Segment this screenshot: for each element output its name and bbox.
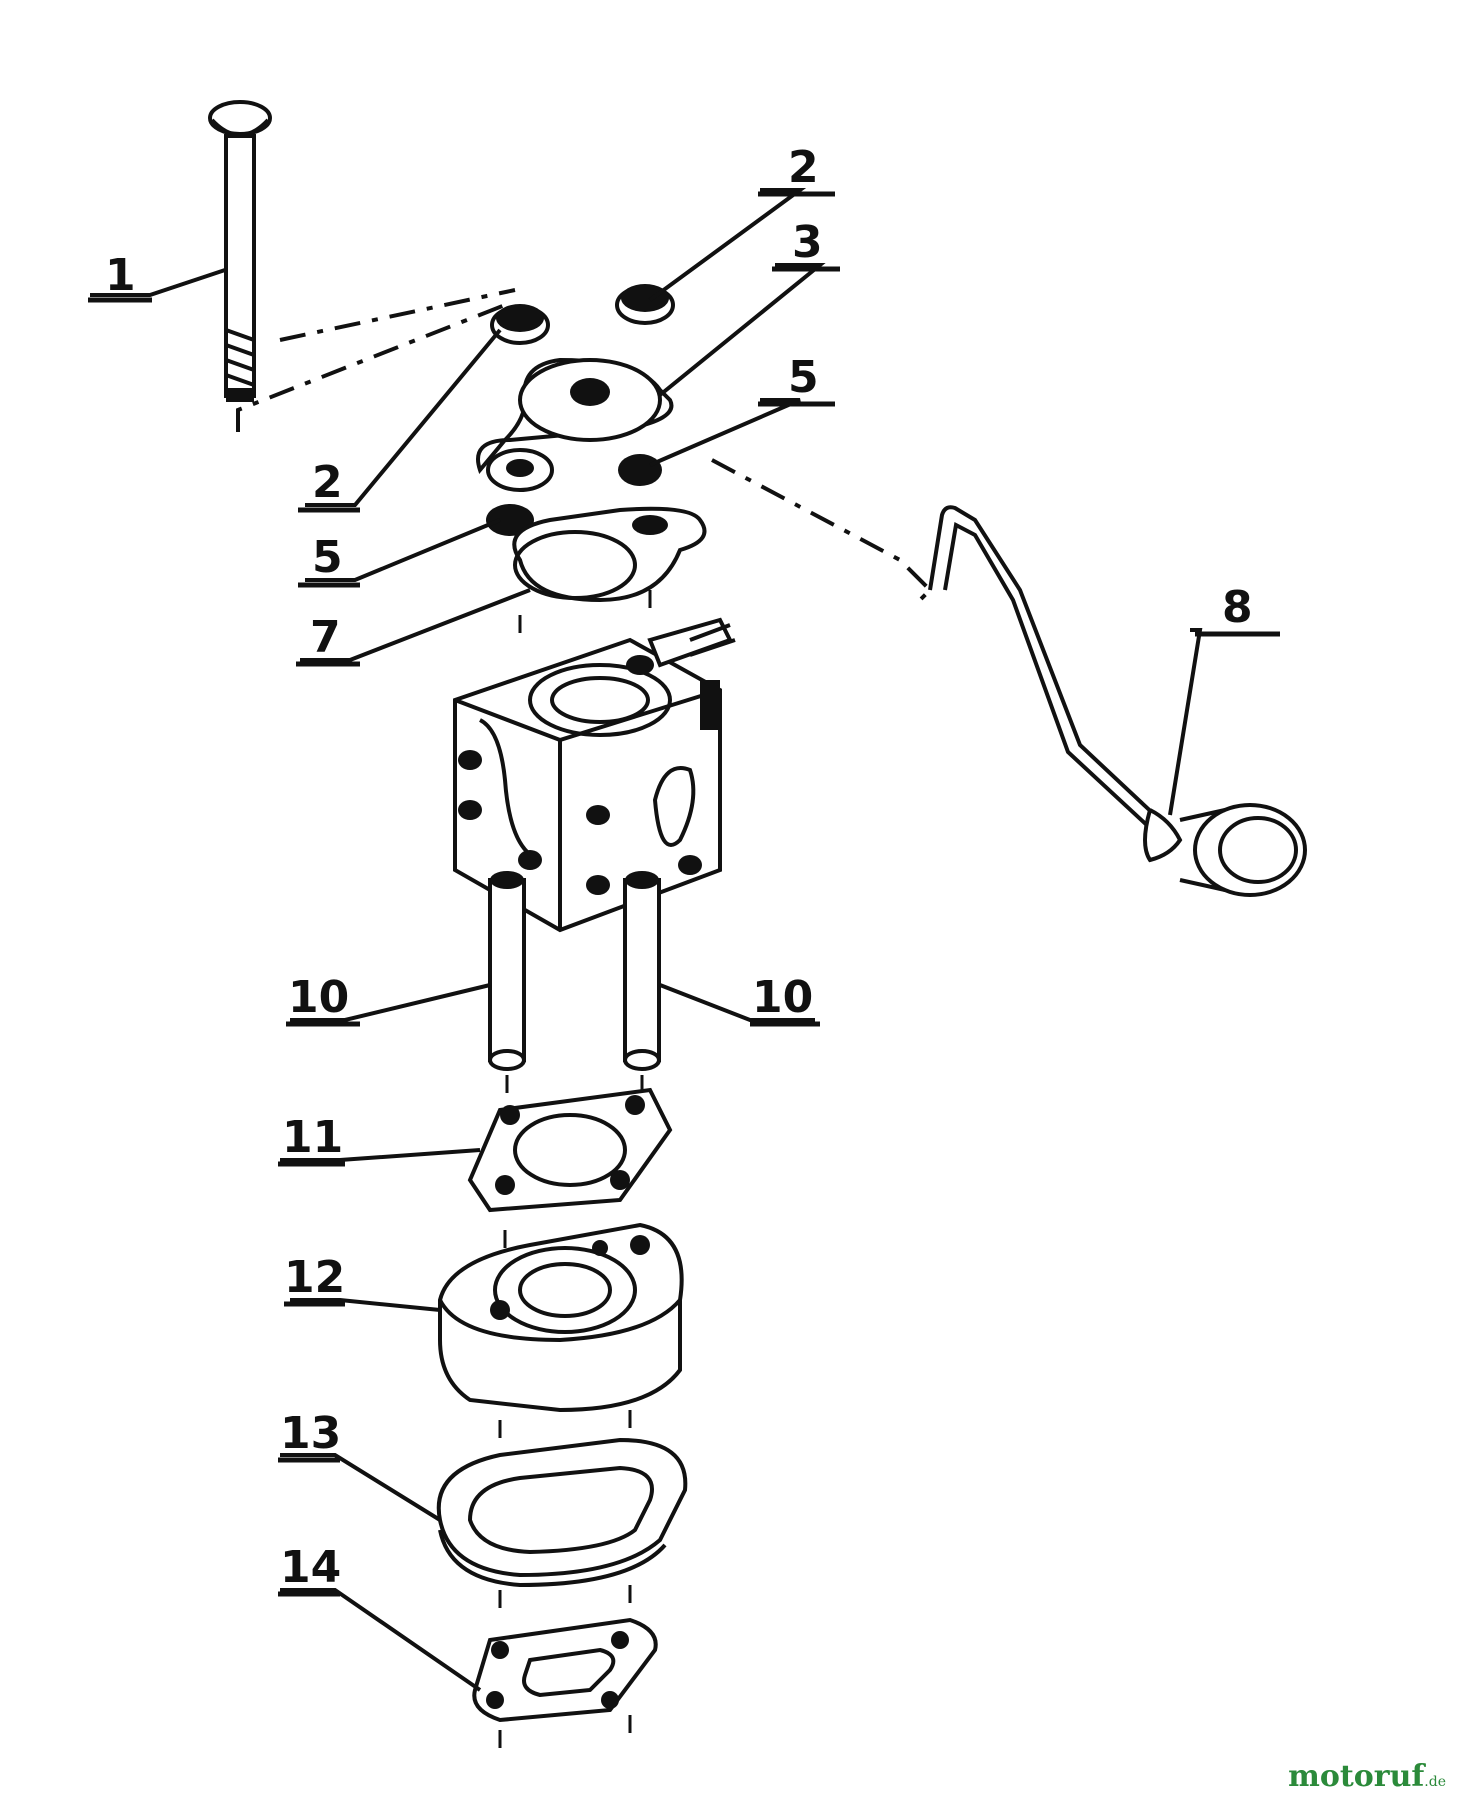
assembly-line-choke [711, 458, 933, 602]
assembly-line-screw [236, 303, 506, 432]
part-2-nut-left [490, 304, 550, 345]
part-3-cover [476, 357, 674, 492]
part-5-washer-right [618, 454, 662, 486]
part-10-tube-left [488, 871, 526, 1071]
callout-1: 1 [105, 250, 136, 301]
callout-10-right: 10 [752, 972, 813, 1023]
callout-7: 7 [310, 612, 341, 663]
callout-2-left: 2 [312, 457, 343, 508]
callout-5-right: 5 [788, 352, 819, 403]
callout-11: 11 [282, 1112, 343, 1163]
watermark-tld: .de [1424, 1774, 1446, 1790]
part-11-gasket [467, 1087, 673, 1213]
leader-lines [90, 188, 1203, 1692]
part-1-screw [208, 100, 272, 402]
part-14-gasket [472, 1617, 658, 1723]
callout-5-left: 5 [312, 532, 343, 583]
callout-14: 14 [280, 1542, 341, 1593]
callout-3: 3 [792, 217, 823, 268]
watermark-logo: motoruf.de [1288, 1759, 1446, 1794]
part-5-washer-left [486, 504, 534, 536]
callout-13: 13 [280, 1408, 341, 1459]
part-7-gasket [512, 506, 707, 603]
callout-10-left: 10 [288, 972, 349, 1023]
callout-2-top: 2 [788, 142, 819, 193]
assembly-line-screw-2 [279, 288, 516, 342]
callout-labels: 1 2 3 5 2 5 7 8 10 10 11 12 13 14 [88, 142, 1280, 1597]
watermark-text: motoruf [1288, 1759, 1425, 1794]
part-12-spacer [438, 1222, 684, 1413]
part-2-nut-right [615, 284, 675, 325]
callout-12: 12 [284, 1252, 345, 1303]
part-8-choke-rod [928, 505, 1307, 897]
part-13-filter-gasket [436, 1437, 688, 1588]
callout-8: 8 [1222, 582, 1253, 633]
part-10-tube-right [623, 871, 661, 1071]
carburetor-body [453, 617, 736, 933]
